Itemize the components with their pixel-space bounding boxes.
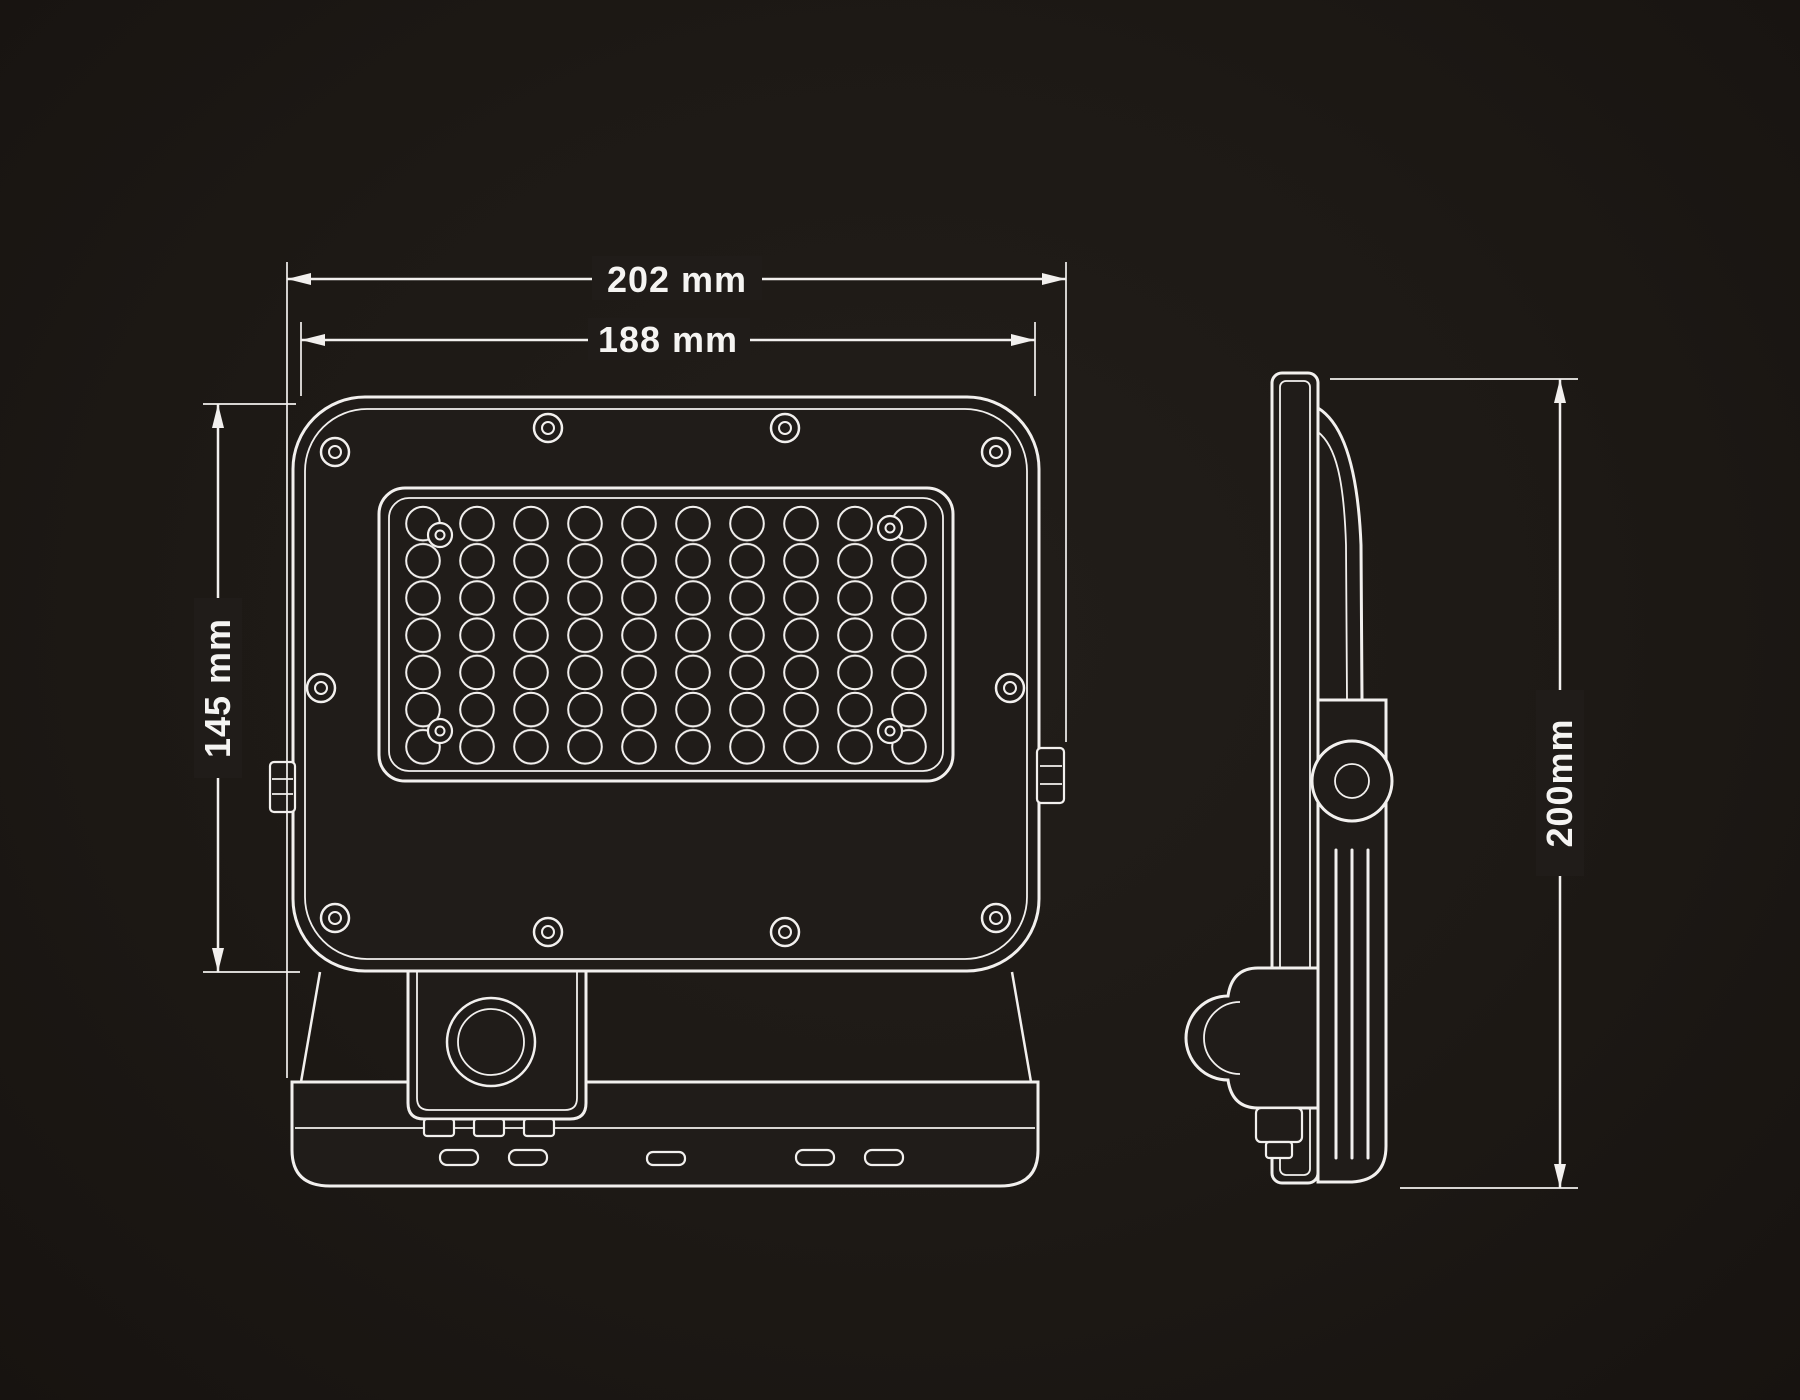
- dimension-outer-width: 202 mm: [286, 256, 1067, 1078]
- label-gap: [592, 256, 762, 300]
- side-profile-slab-inner: [1279, 380, 1311, 1176]
- sensor-side-dome-line: [1203, 1001, 1241, 1075]
- bracket-slot: [863, 1148, 905, 1167]
- knob-body: [268, 760, 297, 814]
- knob-body: [1035, 746, 1066, 805]
- connector-tab: [522, 1117, 556, 1138]
- screw-icon: [305, 672, 337, 704]
- screw-icon: [319, 902, 351, 934]
- sensor-box-outline: [406, 964, 588, 1121]
- bracket-arm-right: [1010, 971, 1033, 1083]
- inner-width-label: 188 mm: [598, 319, 738, 360]
- lens-panel-inner-outline: [388, 497, 944, 772]
- bracket-plate: [290, 1080, 1040, 1188]
- pir-sensor-lens-inner: [457, 1008, 525, 1076]
- mounting-bracket: [290, 971, 1040, 1188]
- bracket-slot: [645, 1150, 687, 1167]
- pivot-bolt-inner: [1334, 763, 1370, 799]
- pir-sensor-side: [1184, 966, 1320, 1160]
- sensor-connector-tabs: [422, 1117, 556, 1138]
- connector-tab: [422, 1117, 456, 1138]
- screw-icon: [876, 514, 904, 542]
- sensor-box-inner: [416, 972, 578, 1111]
- bracket-arm-inner-line: [1317, 431, 1348, 701]
- pivot-bolt: [1310, 739, 1394, 823]
- screw-icon: [980, 436, 1012, 468]
- front-view: [268, 395, 1066, 1188]
- screw-icon: [426, 521, 454, 549]
- label-gap: [588, 318, 750, 360]
- bracket-arm-profile: [1316, 405, 1364, 702]
- screw-icon: [532, 916, 564, 948]
- lens-array: [396, 505, 936, 766]
- screw-icon: [769, 916, 801, 948]
- bracket-slot: [794, 1148, 836, 1167]
- sensor-side-foot: [1254, 1106, 1304, 1144]
- heatsink-fins: [1334, 848, 1370, 1160]
- sensor-side-body: [1184, 966, 1320, 1110]
- side-view: [1184, 371, 1394, 1185]
- mounting-knob-left: [268, 760, 297, 814]
- dimension-front-height: 145 mm: [194, 403, 300, 973]
- led-lens-panel: [377, 486, 955, 783]
- bracket-slot: [507, 1148, 549, 1167]
- connector-tab: [472, 1117, 506, 1138]
- screw-icon: [769, 412, 801, 444]
- dimension-side-height: 200mm: [1330, 378, 1584, 1189]
- sensor-side-tab: [1264, 1140, 1294, 1160]
- bracket-slot: [438, 1148, 480, 1167]
- outer-width-label: 202 mm: [607, 259, 747, 300]
- pivot-bolt-outer: [1310, 739, 1394, 823]
- screw-icon: [980, 902, 1012, 934]
- bracket-arm-left: [299, 971, 322, 1083]
- dimension-inner-width: 188 mm: [300, 318, 1036, 396]
- side-height-label: 200mm: [1539, 718, 1580, 847]
- front-height-label: 145 mm: [197, 618, 238, 758]
- bracket-slots: [438, 1148, 905, 1167]
- housing-inner-outline: [304, 408, 1028, 960]
- screw-icon: [426, 717, 454, 745]
- pir-sensor-lens-outer: [445, 996, 537, 1088]
- screw-icon: [994, 672, 1026, 704]
- label-gap: [194, 598, 242, 778]
- pir-sensor-box: [406, 964, 588, 1138]
- mounting-knob-right: [1035, 746, 1066, 805]
- screw-icon: [319, 436, 351, 468]
- label-gap: [1536, 690, 1584, 876]
- screw-icon: [876, 717, 904, 745]
- screw-icon: [532, 412, 564, 444]
